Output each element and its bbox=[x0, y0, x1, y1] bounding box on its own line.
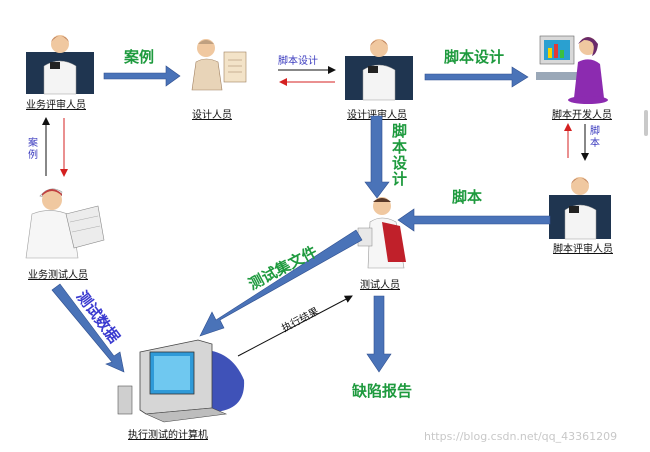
business-tester-label: 业务测试人员 bbox=[28, 268, 88, 281]
block-arrow-test-data-to-computer bbox=[51, 283, 125, 373]
label-case-v1: 案 bbox=[28, 136, 38, 149]
block-arrow-case bbox=[103, 65, 181, 87]
block-arrow-design-to-tester bbox=[364, 115, 390, 199]
label-vert-script-design-3: 计 bbox=[392, 170, 407, 188]
script-developer-label: 脚本开发人员 bbox=[552, 108, 612, 121]
script-developer-figure bbox=[536, 35, 608, 104]
block-arrow-script-to-tester bbox=[397, 208, 551, 232]
tester-figure bbox=[357, 197, 406, 269]
block-arrow-test-set-to-computer bbox=[199, 229, 363, 337]
business-reviewer-figure bbox=[26, 35, 94, 95]
label-script-v2: 本 bbox=[590, 136, 600, 149]
arrow-computer-to-tester bbox=[237, 295, 353, 357]
designer-figure bbox=[191, 39, 247, 91]
scrollbar-thumb[interactable] bbox=[644, 110, 648, 136]
script-reviewer-label: 脚本评审人员 bbox=[553, 242, 613, 255]
label-vert-script-design-0: 脚 bbox=[392, 122, 407, 140]
designer-label: 设计人员 bbox=[192, 108, 232, 121]
label-script-v1: 脚 bbox=[590, 124, 600, 137]
business-reviewer-label: 业务评审人员 bbox=[26, 98, 86, 111]
watermark: https://blog.csdn.net/qq_43361209 bbox=[424, 430, 617, 443]
label-exec-result: 执行结果 bbox=[279, 304, 320, 334]
label-case: 案例 bbox=[123, 48, 154, 66]
computer-label: 执行测试的计算机 bbox=[128, 428, 208, 441]
design-reviewer-figure bbox=[345, 39, 413, 101]
label-script-design: 脚本设计 bbox=[444, 48, 504, 66]
label-vert-script-design-2: 设 bbox=[392, 154, 407, 172]
label-script: 脚本 bbox=[452, 188, 482, 206]
tester-label: 测试人员 bbox=[360, 278, 400, 291]
business-tester-figure bbox=[25, 188, 105, 259]
label-script-design-small: 脚本设计 bbox=[278, 54, 318, 67]
label-case-v2: 例 bbox=[28, 148, 38, 161]
computer-figure bbox=[117, 339, 245, 423]
label-vert-script-design-1: 本 bbox=[392, 138, 407, 156]
block-arrow-to-defect-report bbox=[366, 295, 392, 373]
block-arrow-script-design bbox=[424, 66, 529, 88]
script-reviewer-figure bbox=[549, 177, 611, 240]
design-reviewer-label: 设计评审人员 bbox=[347, 108, 407, 121]
label-defect-report: 缺陷报告 bbox=[351, 382, 412, 400]
